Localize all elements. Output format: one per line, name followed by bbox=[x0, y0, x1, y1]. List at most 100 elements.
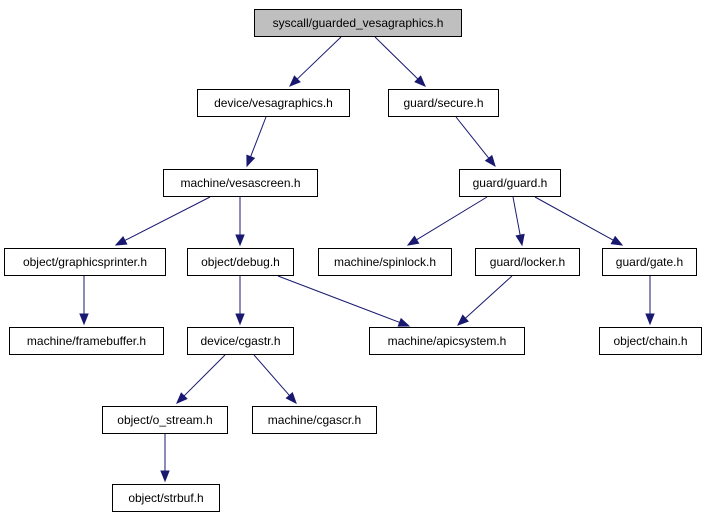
edge-arrowhead bbox=[484, 154, 496, 168]
edge-guard-to-gate bbox=[534, 196, 624, 246]
node-vesascreen[interactable]: machine/vesascreen.h bbox=[163, 169, 318, 197]
edge-arrowhead bbox=[515, 233, 525, 247]
node-label: machine/cgascr.h bbox=[268, 413, 361, 427]
edge-locker-to-apicsystem bbox=[457, 275, 513, 326]
edge-line bbox=[183, 354, 226, 397]
node-root: syscall/guarded_vesagraphics.h bbox=[254, 9, 462, 37]
node-box bbox=[369, 327, 525, 355]
node-secure[interactable]: guard/secure.h bbox=[388, 89, 499, 117]
node-label: guard/guard.h bbox=[473, 176, 548, 190]
node-vesagraphics[interactable]: device/vesagraphics.h bbox=[197, 89, 350, 117]
node-spinlock[interactable]: machine/spinlock.h bbox=[318, 248, 452, 276]
edge-arrowhead bbox=[457, 314, 469, 326]
node-box bbox=[459, 169, 561, 197]
node-box bbox=[475, 248, 580, 276]
node-box bbox=[599, 327, 702, 355]
node-label: object/strbuf.h bbox=[128, 491, 203, 505]
edge-line bbox=[277, 275, 400, 323]
node-gate[interactable]: guard/gate.h bbox=[602, 248, 697, 276]
edge-line bbox=[465, 275, 513, 319]
node-label: guard/gate.h bbox=[616, 255, 683, 269]
edge-vesascreen-to-graphicsprinter bbox=[114, 196, 211, 246]
edge-cgastr-to-o_stream bbox=[176, 354, 226, 404]
node-label: machine/framebuffer.h bbox=[27, 334, 146, 348]
edge-o_stream-to-strbuf bbox=[160, 434, 170, 483]
node-cgastr[interactable]: device/cgastr.h bbox=[187, 327, 294, 355]
edge-arrowhead bbox=[414, 75, 426, 87]
node-label: object/o_stream.h bbox=[117, 413, 212, 427]
node-box bbox=[163, 169, 318, 197]
node-box bbox=[252, 406, 377, 434]
edge-line bbox=[296, 36, 342, 80]
edge-arrowhead bbox=[289, 75, 301, 87]
node-label: object/graphicsprinter.h bbox=[23, 255, 147, 269]
edge-arrowhead bbox=[79, 313, 89, 326]
edge-line bbox=[512, 196, 521, 236]
node-locker[interactable]: guard/locker.h bbox=[475, 248, 580, 276]
node-box bbox=[187, 248, 294, 276]
edge-vesascreen-to-debug bbox=[235, 197, 245, 247]
node-box bbox=[388, 89, 499, 117]
edge-gate-to-chain bbox=[645, 276, 655, 326]
node-apicsystem[interactable]: machine/apicsystem.h bbox=[369, 327, 525, 355]
node-label: syscall/guarded_vesagraphics.h bbox=[273, 16, 444, 30]
node-label: guard/locker.h bbox=[490, 255, 565, 269]
node-box bbox=[112, 484, 220, 512]
edge-arrowhead bbox=[645, 313, 655, 326]
edge-line bbox=[416, 196, 488, 241]
node-o-stream[interactable]: object/o_stream.h bbox=[102, 406, 228, 434]
node-label: machine/vesascreen.h bbox=[180, 176, 300, 190]
edge-arrowhead bbox=[235, 313, 245, 326]
node-box bbox=[254, 9, 462, 37]
edge-debug-to-apicsystem bbox=[277, 275, 411, 327]
edge-arrowhead bbox=[610, 235, 624, 246]
edge-vesagraphics-to-vesascreen bbox=[246, 116, 267, 168]
node-label: object/chain.h bbox=[613, 334, 687, 348]
node-box bbox=[102, 406, 228, 434]
node-box bbox=[9, 327, 164, 355]
edge-arrowhead bbox=[235, 234, 245, 247]
edge-arrowhead bbox=[397, 317, 411, 327]
node-label: device/cgastr.h bbox=[200, 334, 280, 348]
edge-arrowhead bbox=[160, 470, 170, 483]
node-cgascr[interactable]: machine/cgascr.h bbox=[252, 406, 377, 434]
edges-layer bbox=[79, 36, 655, 483]
edge-arrowhead bbox=[114, 236, 128, 246]
node-label: machine/spinlock.h bbox=[334, 255, 436, 269]
edge-line bbox=[124, 196, 211, 241]
node-box bbox=[318, 248, 452, 276]
node-framebuffer[interactable]: machine/framebuffer.h bbox=[9, 327, 164, 355]
edge-arrowhead bbox=[176, 392, 188, 404]
node-chain[interactable]: object/chain.h bbox=[599, 327, 702, 355]
node-label: machine/apicsystem.h bbox=[388, 334, 507, 348]
node-label: object/debug.h bbox=[201, 255, 280, 269]
edge-line bbox=[374, 36, 419, 80]
edge-guard-to-locker bbox=[512, 196, 525, 247]
edge-guard-to-spinlock bbox=[406, 196, 488, 246]
node-box bbox=[197, 89, 350, 117]
edge-secure-to-guard bbox=[455, 116, 496, 168]
node-guard[interactable]: guard/guard.h bbox=[459, 169, 561, 197]
edge-line bbox=[534, 196, 614, 241]
edge-root-to-vesagraphics bbox=[289, 36, 342, 87]
node-strbuf[interactable]: object/strbuf.h bbox=[112, 484, 220, 512]
edge-arrowhead bbox=[285, 391, 297, 405]
edge-line bbox=[253, 354, 290, 396]
node-box bbox=[602, 248, 697, 276]
node-box bbox=[187, 327, 294, 355]
nodes-layer: syscall/guarded_vesagraphics.h device/ves… bbox=[4, 9, 702, 512]
edge-graphicsprinter-to-framebuffer bbox=[79, 276, 89, 326]
edge-cgastr-to-cgascr bbox=[253, 354, 297, 405]
node-label: guard/secure.h bbox=[403, 96, 483, 110]
node-graphicsprinter[interactable]: object/graphicsprinter.h bbox=[4, 248, 166, 276]
node-box bbox=[4, 248, 166, 276]
node-label: device/vesagraphics.h bbox=[214, 96, 333, 110]
edge-line bbox=[250, 116, 267, 157]
edge-root-to-secure bbox=[374, 36, 426, 87]
edge-arrowhead bbox=[406, 235, 420, 246]
edge-line bbox=[455, 116, 490, 159]
edge-debug-to-cgastr bbox=[235, 276, 245, 326]
node-debug[interactable]: object/debug.h bbox=[187, 248, 294, 276]
edge-arrowhead bbox=[246, 154, 256, 168]
